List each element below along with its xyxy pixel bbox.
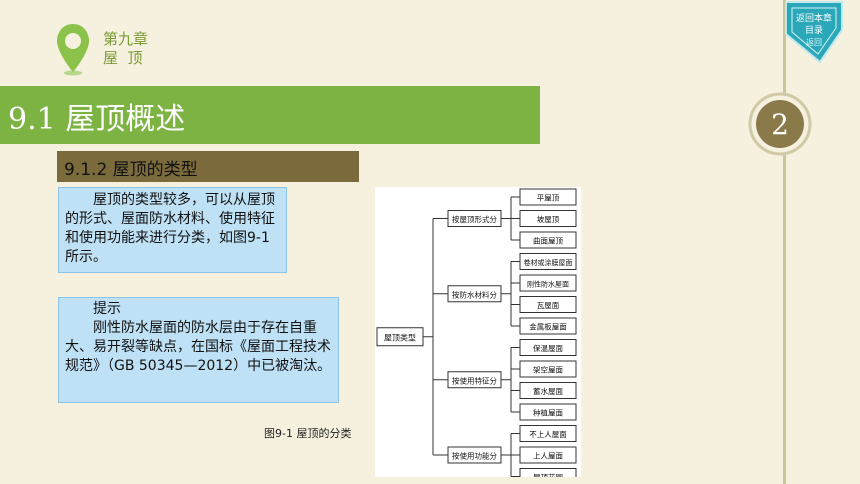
intro-box: 屋顶的类型较多，可以从屋顶的形式、屋面防水材料、使用特征和使用功能来进行分类，如…: [58, 187, 287, 273]
intro-text: 屋顶的类型较多，可以从屋顶的形式、屋面防水材料、使用特征和使用功能来进行分类，如…: [65, 192, 275, 265]
page-number-circle: 2: [748, 92, 812, 156]
tip-body: 刚性防水屋面的防水层由于存在自重大、易开裂等缺点，在国标《屋面工程技术规范》（G…: [65, 320, 332, 374]
page-number: 2: [771, 108, 789, 141]
leaf-2-1-label: 架空屋面: [533, 365, 563, 375]
leaf-0-0-label: 平屋顶: [537, 194, 560, 203]
group-2-label: 按使用特征分: [452, 375, 497, 385]
leaf-1-2-label: 瓦屋面: [537, 301, 560, 310]
chapter-number: 第九章: [103, 30, 149, 48]
leaf-2-0-label: 保温屋面: [533, 344, 563, 353]
leaf-0-2-label: 曲面屋顶: [533, 236, 563, 246]
return-label-line3: 返回: [806, 38, 822, 47]
chapter-name: 屋 顶: [103, 49, 143, 67]
chapter-label: 第九章 屋 顶: [103, 30, 148, 68]
title-band: [0, 86, 540, 144]
leaf-2-2-label: 蓄水屋面: [533, 386, 563, 396]
classification-diagram: 平屋顶坡屋顶曲面屋顶 按屋顶形式分卷材或涂膜屋面刚性防水屋面瓦屋面金属板屋面 按防水…: [375, 187, 581, 484]
leaf-3-2-label: 屋顶花园: [533, 472, 563, 477]
leaf-1-3-label: 金属板屋面: [529, 322, 567, 332]
leaf-0-1-label: 坡屋顶: [537, 214, 560, 224]
group-3-label: 按使用功能分: [452, 451, 497, 461]
leaf-3-1-label: 上人屋面: [533, 452, 563, 461]
page-title: 9.1 屋顶概述: [8, 102, 186, 137]
tip-heading: 提示: [93, 301, 121, 317]
group-0-label: 按屋顶形式分: [452, 214, 497, 224]
tip-box: 提示 刚性防水屋面的防水层由于存在自重大、易开裂等缺点，在国标《屋面工程技术规范…: [58, 297, 339, 403]
return-label-line1: 返回本章: [796, 12, 832, 24]
subtitle-band: [57, 151, 359, 182]
leaf-2-3-label: 种植屋面: [533, 408, 563, 418]
root-label: 屋顶类型: [384, 332, 416, 342]
map-pin-icon: [57, 24, 89, 76]
figure-caption: 图9-1 屋顶的分类: [264, 427, 352, 440]
leaf-1-0-label: 卷材或涂膜屋面: [524, 258, 573, 267]
group-1-label: 按防水材料分: [452, 289, 497, 299]
return-to-contents-button[interactable]: 返回本章 目录 返回: [780, 0, 846, 66]
leaf-3-0-label: 不上人屋面: [529, 430, 567, 439]
leaf-1-1-label: 刚性防水屋面: [527, 280, 569, 289]
section-subtitle: 9.1.2 屋顶的类型: [64, 160, 198, 180]
return-label-line2: 目录: [805, 25, 823, 36]
right-divider-line: [783, 0, 786, 484]
